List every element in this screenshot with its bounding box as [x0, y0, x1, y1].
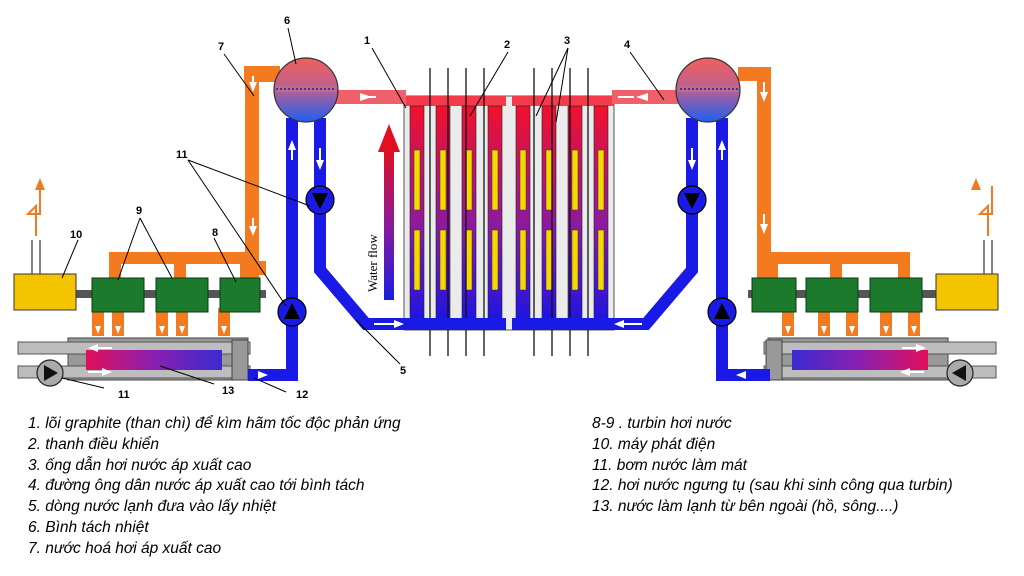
- legend-item: 12. hơi nước ngưng tụ (sau khi sinh công…: [592, 477, 953, 495]
- turbine-right: [751, 277, 797, 313]
- callout-number: 11: [118, 389, 130, 400]
- legend-item: 10. máy phát điện: [592, 435, 716, 453]
- turbine-right: [869, 277, 923, 313]
- reactor-diagram: Water flow: [13, 15, 999, 400]
- legend-item: 13. nước làm lạnh từ bên ngoài (hồ, sông…: [592, 498, 899, 516]
- fuel-channel: [487, 105, 503, 329]
- fuel-channel: [409, 105, 425, 329]
- callout-number: 7: [218, 41, 224, 53]
- hot-header-right: [512, 96, 614, 106]
- power-icon-right: [977, 186, 993, 236]
- steam-pipe-right: [738, 67, 771, 282]
- generator-right: [935, 273, 999, 311]
- exhaust-pipes-right: [782, 308, 920, 336]
- downcomer-right: [612, 118, 698, 330]
- callout-number: 1: [364, 35, 370, 47]
- legend-item: 11. bơm nước làm mát: [592, 456, 747, 474]
- hot-header-left: [404, 96, 506, 106]
- water-flow-arrowhead: [378, 124, 400, 152]
- condensate-pipe-right: [716, 118, 770, 381]
- exhaust-pipes-left: [92, 308, 230, 336]
- legend-item: 1. lõi graphite (than chì) để kìm hãm tố…: [28, 415, 401, 432]
- legend-item: 2. thanh điều khiển: [28, 435, 159, 453]
- power-icon-left: [25, 186, 41, 236]
- graphite-core: [403, 95, 615, 331]
- control-rods: [429, 68, 589, 356]
- cold-header-right: [512, 318, 614, 330]
- legend-item: 7. nước hoá hơi áp xuất cao: [28, 539, 222, 557]
- right-loop: [612, 57, 999, 387]
- legend-item: 8-9 . turbin hơi nước: [592, 415, 732, 432]
- left-loop: [13, 57, 406, 387]
- legend-left: 1. lõi graphite (than chì) để kìm hãm tố…: [28, 414, 401, 560]
- fuel-channel: [515, 105, 531, 329]
- callout-number: 6: [284, 15, 290, 27]
- callout-number: 10: [70, 229, 82, 241]
- steam-header-right: [764, 252, 910, 282]
- callout-number: 11: [176, 149, 188, 161]
- callout-number: 5: [400, 365, 406, 377]
- cold-header-left: [404, 318, 506, 330]
- fuel-channel: [593, 105, 609, 329]
- water-flow-arrow: [384, 150, 394, 300]
- callout-number: 2: [504, 39, 510, 51]
- legend-item: 5. dòng nước lạnh đưa vào lấy nhiệt: [28, 498, 276, 516]
- leader-lines: [61, 27, 665, 393]
- water-flow-label: Water flow: [365, 234, 380, 292]
- legend-right: 8-9 . turbin hơi nước 10. máy phát điện …: [592, 414, 953, 518]
- legend-item: 3. ống dẫn hơi nước áp xuất cao: [28, 456, 252, 474]
- turbine-left: [155, 277, 209, 313]
- turbine-right: [805, 277, 859, 313]
- fuel-elements: [413, 149, 605, 291]
- legend-item: 4. đường ông dân nước áp xuất cao tới bì…: [28, 477, 365, 495]
- callout-number: 9: [136, 205, 142, 217]
- fuel-channel: [461, 105, 477, 329]
- callout-number: 12: [296, 389, 308, 400]
- steam-pipe-left: [241, 67, 276, 289]
- legend-item: 6. Bình tách nhiệt: [28, 518, 149, 536]
- callout-number: 8: [212, 227, 218, 239]
- reactor-core: Water flow: [365, 68, 615, 356]
- fuel-channel: [541, 105, 557, 329]
- callout-number: 4: [624, 39, 631, 51]
- callout-number: 3: [564, 35, 570, 47]
- generator-left: [13, 273, 77, 311]
- turbine-left: [91, 277, 145, 313]
- turbine-left: [219, 277, 261, 313]
- callout-number: 13: [222, 385, 234, 397]
